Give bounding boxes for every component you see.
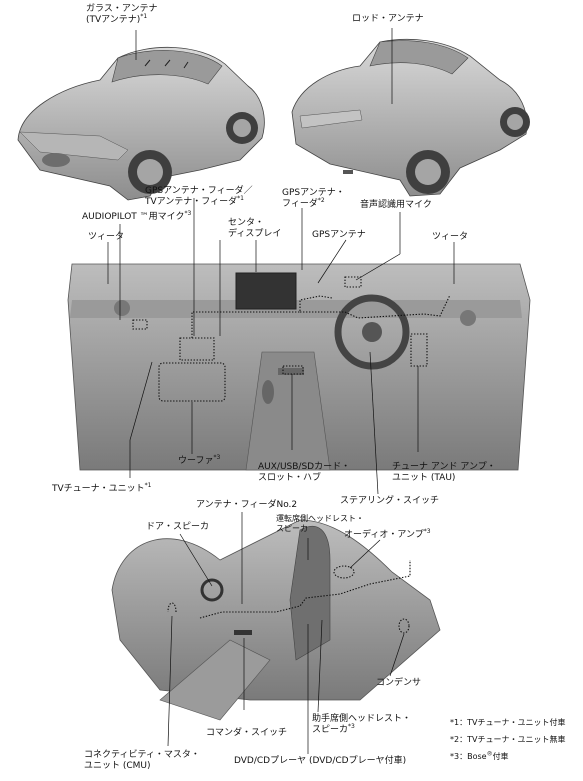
tv-tuner-note: *1: [144, 482, 152, 489]
footnotes: *1：TVチューナ・ユニット付車 *2：TVチューナ・ユニット無車 *3：Bos…: [450, 714, 565, 765]
gps-feeder-a-label: GPSアンテナ・フィーダ／ TVアンテナ・フィーダ*1: [145, 186, 253, 208]
aux-hub-line2: スロット・ハブ: [258, 473, 322, 483]
gps-feeder-b-line2: フィーダ: [282, 199, 318, 209]
passenger-headrest-speaker-label: 助手席側ヘッドレスト・ スピーカ*3: [312, 714, 411, 736]
dashboard-view: [67, 263, 531, 471]
audiopilot-mic-note: *3: [184, 210, 192, 217]
cmu-line2: ユニット (CMU): [84, 761, 151, 771]
driver-headrest-line2: スピーカ: [276, 524, 308, 533]
footnote-3-prefix: *3：Bose: [450, 752, 487, 761]
gps-feeder-b-note: *2: [317, 197, 325, 204]
audio-amp-text: オーディオ・アンプ: [344, 530, 424, 540]
audio-amp-note: *3: [423, 528, 431, 535]
center-display-label: センタ・ ディスプレイ: [228, 218, 281, 240]
footnote-3: *3：Bose®付車: [450, 748, 565, 765]
aux-usb-hub-label: AUX/USB/SDカード・ スロット・ハブ: [258, 462, 350, 484]
audio-amp-label: オーディオ・アンプ*3: [344, 528, 431, 541]
glass-antenna-label: ガラス・アンテナ (TVアンテナ)*1: [86, 4, 157, 26]
woofer-label: ウーファ*3: [178, 454, 221, 467]
tv-tuner-text: TVチューナ・ユニット: [52, 484, 145, 494]
gps-feeder-a-line1: GPSアンテナ・フィーダ／: [145, 186, 253, 196]
gps-feeder-a-note: *1: [237, 195, 244, 202]
car-rear-view: [291, 38, 530, 197]
voice-recognition-mic-label: 音声認識用マイク: [360, 200, 432, 210]
tau-line2: ユニット (TAU): [392, 473, 456, 483]
glass-antenna-line1: ガラス・アンテナ: [86, 4, 158, 14]
footnote-1: *1：TVチューナ・ユニット付車: [450, 718, 566, 727]
footnote-3-suffix: 付車: [492, 752, 509, 761]
door-speaker-label: ドア・スピーカ: [146, 522, 210, 532]
driver-headrest-line1: 運転席側ヘッドレスト・: [276, 514, 364, 523]
gps-feeder-b-line1: GPSアンテナ・: [282, 188, 345, 198]
woofer-note: *3: [213, 454, 221, 461]
passenger-headrest-note: *3: [348, 723, 355, 730]
gps-feeder-b-label: GPSアンテナ・ フィーダ*2: [282, 188, 345, 210]
footnote-2: *2：TVチューナ・ユニット無車: [450, 735, 566, 744]
harness-routing: [132, 276, 451, 634]
tv-tuner-label: TVチューナ・ユニット*1: [52, 482, 152, 495]
rod-antenna-label: ロッド・アンテナ: [352, 14, 424, 24]
tau-line1: チューナ アンド アンプ・: [392, 462, 496, 472]
antenna-feeder-no2-label: アンテナ・フィーダNo.2: [196, 500, 298, 510]
commander-switch-label: コマンダ・スイッチ: [206, 728, 288, 738]
cmu-line1: コネクティビティ・マスタ・: [84, 750, 200, 760]
gps-antenna-label: GPSアンテナ: [312, 230, 366, 240]
footnote-3-mark: ®: [486, 750, 493, 758]
cmu-label: コネクティビティ・マスタ・ ユニット (CMU): [84, 750, 200, 772]
driver-headrest-speaker-label: 運転席側ヘッドレスト・ スピーカ: [276, 514, 364, 534]
audiopilot-mic-text: AUDIOPILOT ™用マイク: [82, 212, 185, 222]
center-display-line2: ディスプレイ: [228, 229, 282, 239]
gps-feeder-a-line2: TVアンテナ・フィーダ: [145, 197, 238, 207]
glass-antenna-note: *1: [140, 13, 148, 20]
tau-label: チューナ アンド アンプ・ ユニット (TAU): [392, 462, 496, 484]
woofer-text: ウーファ: [178, 456, 214, 466]
passenger-headrest-line2: スピーカ: [312, 725, 349, 735]
steering-switch-label: ステアリング・スイッチ: [340, 496, 440, 506]
center-display-line1: センタ・: [228, 218, 265, 228]
passenger-headrest-line1: 助手席側ヘッドレスト・: [312, 714, 412, 724]
audiopilot-mic-label: AUDIOPILOT ™用マイク*3: [82, 210, 192, 223]
car-front-view: [17, 46, 265, 201]
tweeter-left-label: ツィータ: [88, 232, 125, 242]
aux-hub-line1: AUX/USB/SDカード・: [258, 462, 351, 472]
interior-view: [111, 519, 441, 721]
dvd-player-label: DVD/CDプレーヤ (DVD/CDプレーヤ付車): [234, 756, 407, 766]
tweeter-right-label: ツィータ: [432, 232, 469, 242]
leader-lines: [107, 28, 455, 754]
condenser-label: コンデンサ: [376, 678, 422, 688]
glass-antenna-line2: (TVアンテナ): [86, 15, 141, 25]
